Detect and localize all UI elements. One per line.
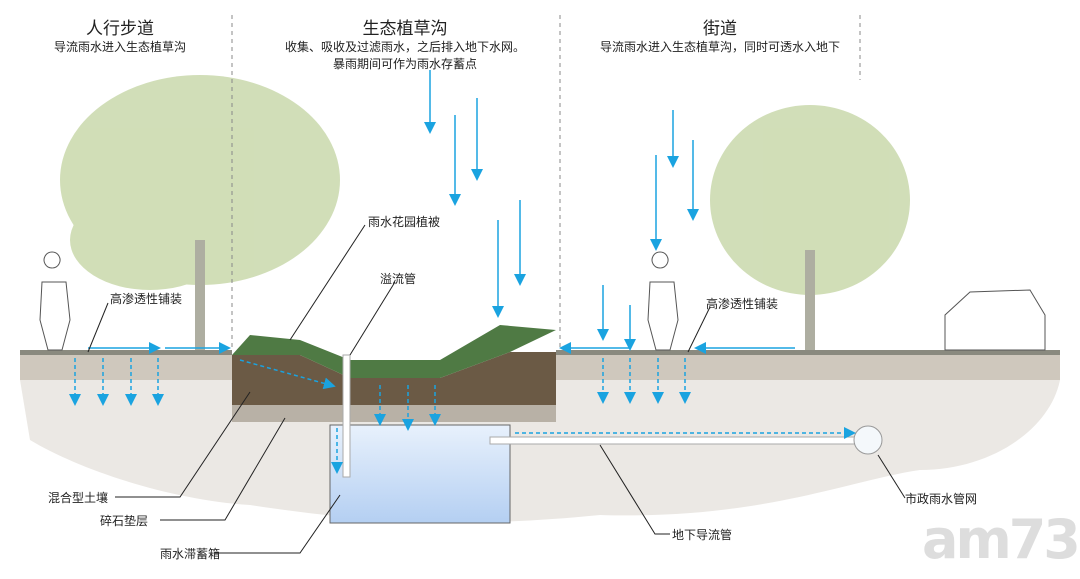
section-dividers (231, 15, 861, 350)
section-desc-sidewalk: 导流雨水进入生态植草沟 (53, 40, 186, 54)
section-desc-street: 导流雨水进入生态植草沟，同时可透水入地下 (599, 40, 840, 54)
leader-lines (87, 224, 906, 554)
watermark-logo: am730 (922, 508, 1080, 571)
section-desc-bioswale: 收集、吸收及过滤雨水，之后排入地下水网。暴雨期间可作为雨水存蓄点 (284, 40, 525, 71)
manhole (853, 425, 883, 455)
underground-pipe (489, 436, 861, 445)
label-paving-left: 高渗透性铺装 (110, 292, 183, 306)
car (944, 289, 1046, 351)
gravel-layer (232, 405, 556, 422)
label-underground-pipe: 地下导流管 (672, 528, 733, 542)
swale-vegetation (232, 325, 556, 378)
tree-right (710, 105, 910, 352)
section-title-sidewalk: 人行步道 (86, 19, 154, 39)
pedestrian-right (647, 251, 679, 351)
section-title-bioswale: 生态植草沟 (362, 19, 448, 39)
rain-arrows (88, 70, 795, 354)
mixed-soil (232, 352, 556, 405)
label-rain-garden: 雨水花园植被 (368, 215, 441, 229)
label-municipal-network: 市政雨水管网 (905, 492, 978, 506)
overflow-pipe (342, 354, 351, 478)
label-mixed-soil: 混合型土壤 (48, 491, 109, 505)
label-paving-right: 高渗透性铺装 (706, 297, 779, 311)
stormwater-tank (329, 424, 511, 524)
paving-left (20, 352, 232, 380)
section-title-street: 街道 (703, 19, 737, 39)
infiltration-arrows (69, 358, 856, 474)
paving-right (556, 352, 1060, 380)
pedestrian-left (39, 251, 71, 351)
label-gravel: 碎石垫层 (100, 514, 149, 528)
label-tank: 雨水滞蓄箱 (160, 547, 221, 561)
tree-left (60, 75, 340, 352)
label-overflow-pipe: 溢流管 (380, 272, 417, 286)
